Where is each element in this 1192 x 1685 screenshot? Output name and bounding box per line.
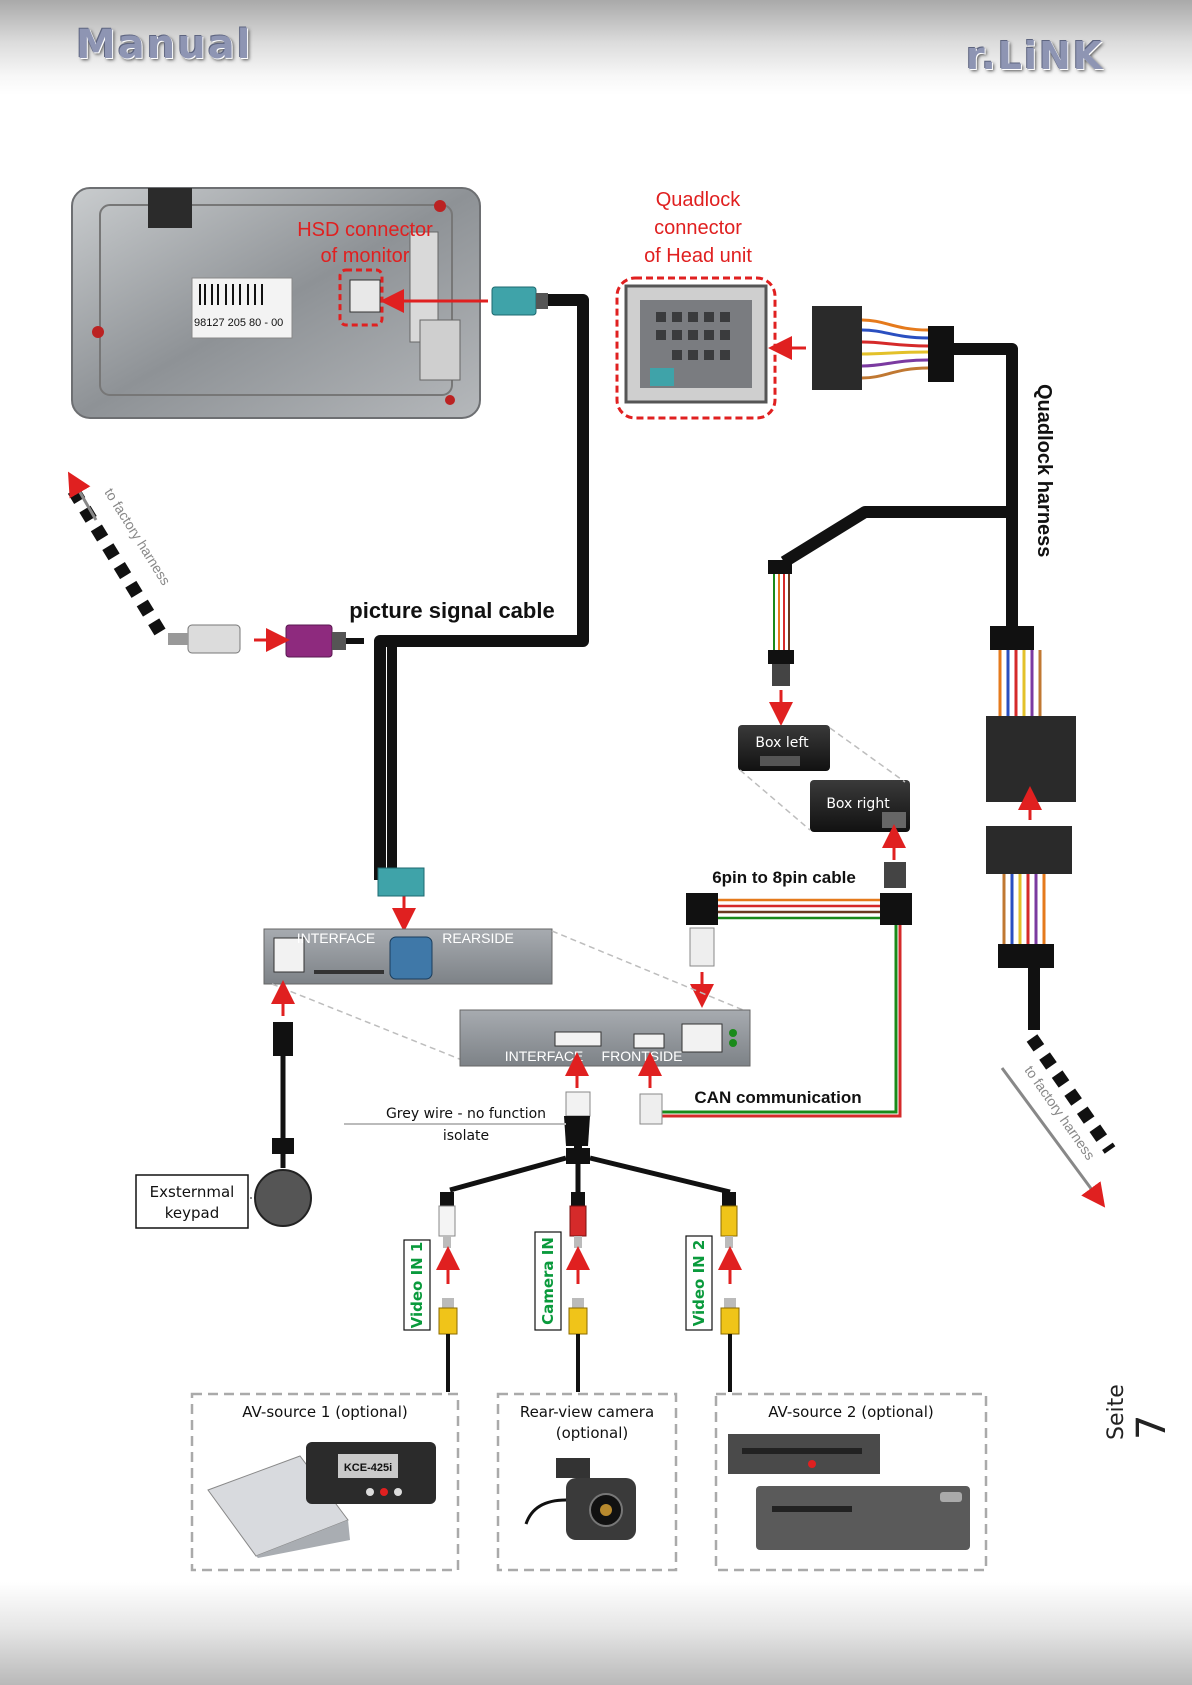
rear-camera-box [496, 1392, 678, 1572]
camera-rca-plug [568, 1298, 588, 1392]
can-wire-red [662, 925, 902, 1118]
box-dashed-guides [739, 727, 906, 831]
interface-dashed-guides [271, 930, 749, 1061]
quadlock-label-3: of Head unit [644, 245, 752, 267]
rca-yellow-plug [720, 1192, 738, 1248]
quadlock-harness-cable [954, 343, 1018, 634]
video-in-1-box [403, 1239, 431, 1331]
grey-wire-isolate-label: isolate [443, 1128, 489, 1144]
factory-hsd-plug [168, 624, 241, 654]
quadlock-harness-label: Quadlock harness [1033, 384, 1055, 557]
interface-frontside [459, 1009, 751, 1067]
source-2-rca-plug [720, 1298, 740, 1392]
external-keypad-label-2: keypad [165, 1204, 220, 1222]
page-label-number: 7 [1129, 1414, 1175, 1440]
hsd-monitor-label: of monitor [321, 245, 410, 267]
interface-rear-label-2: REARSIDE [442, 930, 514, 946]
quadlock-branch-cable [780, 506, 1012, 568]
av-source-2-devices [728, 1434, 970, 1550]
camera-in-label: Camera IN [539, 1237, 557, 1325]
av-source-2-box [714, 1392, 988, 1572]
rca-white-plug [438, 1192, 456, 1248]
factory-harness-right [1026, 1034, 1116, 1154]
hsd-plug-teal [491, 286, 548, 316]
source-1-rca-plug [438, 1298, 458, 1392]
external-keypad-label-1: Exsternmal [150, 1183, 235, 1201]
av-harness-split [449, 1155, 731, 1196]
video-in-1-label: Video IN 1 [408, 1242, 426, 1329]
quadlock-connector-photo [624, 284, 768, 404]
av-source-1-label: AV-source 1 (optional) [242, 1403, 407, 1421]
external-keypad-box [135, 1174, 249, 1229]
hsd-connector-label: HSD connector [297, 219, 433, 241]
interface-front-label-2: FRONTSIDE [602, 1048, 683, 1064]
page-number: Seite 7 [1104, 1380, 1175, 1440]
part-number-text: 98127 205 80 - 00 [194, 317, 283, 329]
av-source-2-label: AV-source 2 (optional) [768, 1403, 933, 1421]
head-unit-photo: 98127 205 80 - 00 [71, 187, 481, 419]
factory-harness-left [66, 484, 166, 636]
rear-camera-label-1: Rear-view camera [520, 1403, 654, 1421]
can-wire-green [662, 925, 898, 1114]
six-to-eight-cable-label: 6pin to 8pin cable [712, 868, 856, 887]
box-left [738, 725, 830, 771]
rlink-brand-logo: r.LiNK [966, 34, 1105, 78]
rear-camera-label-2: (optional) [556, 1424, 629, 1442]
footer-band [0, 1582, 1192, 1685]
quadlock-label-2: connector [654, 217, 742, 239]
quadlock-plug-top [812, 306, 954, 390]
manual-brand-title: Manual [76, 22, 253, 68]
picture-signal-cable [374, 294, 589, 880]
rear-camera-device [524, 1458, 636, 1540]
interface-rearside [263, 928, 553, 985]
quadlock-label-1: Quadlock [656, 189, 741, 211]
page-label-word: Seite [1104, 1384, 1129, 1440]
picture-signal-cable-label: picture signal cable [349, 598, 554, 623]
can-communication-label: CAN communication [694, 1088, 861, 1107]
video-in-2-box [685, 1235, 713, 1331]
camera-in-box [534, 1231, 562, 1331]
av-source-1-devices [207, 1442, 436, 1558]
quadlock-plug-right-lower [986, 826, 1072, 968]
external-keypad [254, 1169, 312, 1227]
to-factory-harness-left-label: to factory harness [101, 485, 174, 588]
box-left-label: Box left [755, 735, 809, 751]
hsd-plug-violet [285, 624, 346, 658]
device-model-label: KCE-425i [344, 1462, 392, 1474]
av-source-1-box [190, 1392, 460, 1572]
grey-wire-label: Grey wire - no function [386, 1106, 546, 1122]
interface-rear-label-1: INTERFACE [297, 930, 376, 946]
box-right-label: Box right [826, 796, 890, 812]
rca-red-plug [569, 1192, 587, 1248]
video-in-2-label: Video IN 2 [690, 1240, 708, 1327]
interface-front-label-1: INTERFACE [505, 1048, 584, 1064]
quadlock-plug-right-upper [986, 626, 1076, 802]
header-band [0, 0, 1192, 95]
